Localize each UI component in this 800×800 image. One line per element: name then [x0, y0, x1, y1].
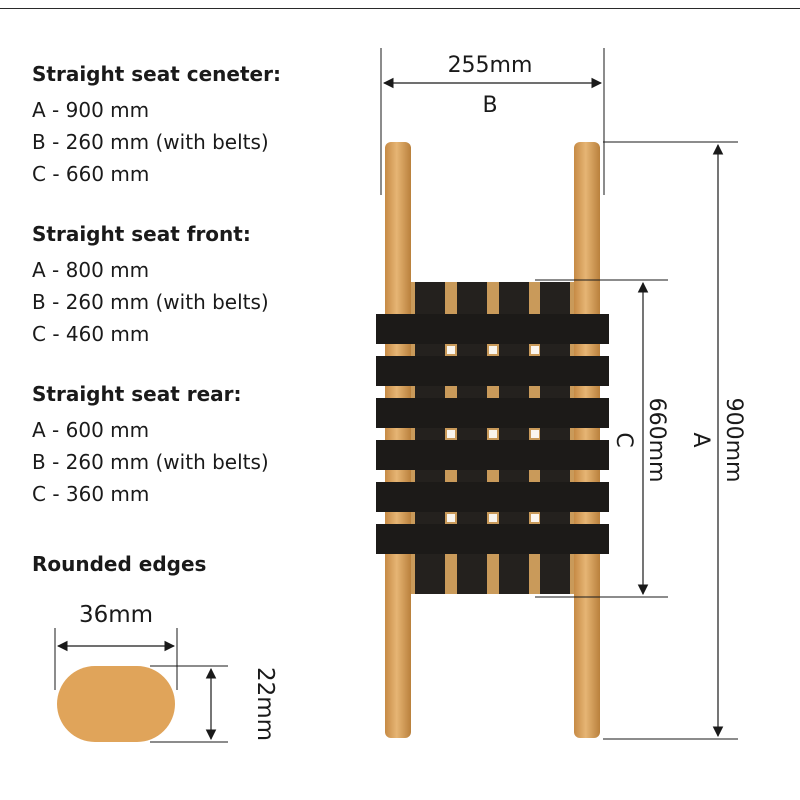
spec-rear-title: Straight seat rear: [32, 382, 242, 406]
spec-front-title: Straight seat front: [32, 222, 251, 246]
spec-front: Straight seat front: A - 800 mm B - 260 … [32, 218, 269, 350]
top-divider-line [0, 8, 800, 9]
woven-belt-seat [376, 282, 609, 594]
spec-rear-c: C - 360 mm [32, 482, 150, 506]
profile-width-label: 36mm [79, 602, 153, 628]
horizontal-belt [376, 398, 609, 428]
profile-height-label: 22mm [252, 667, 278, 741]
dim-c-letter: C [611, 432, 636, 447]
spec-center-c: C - 660 mm [32, 162, 150, 186]
dim-a-value: 900mm [721, 398, 746, 483]
spec-center-title: Straight seat ceneter: [32, 62, 281, 86]
spec-rear-a: A - 600 mm [32, 418, 150, 442]
spec-center-a: A - 900 mm [32, 98, 150, 122]
horizontal-belt [376, 314, 609, 344]
spec-rear-b: B - 260 mm (with belts) [32, 450, 269, 474]
rounded-edges-section: Rounded edges [32, 548, 206, 584]
horizontal-belt [376, 440, 609, 470]
spec-center: Straight seat ceneter: A - 900 mm B - 26… [32, 58, 281, 190]
horizontal-belt [376, 482, 609, 512]
dim-b-value: 255mm [448, 53, 533, 78]
dim-a-letter: A [688, 432, 713, 447]
spec-rear: Straight seat rear: A - 600 mm B - 260 m… [32, 378, 269, 510]
dim-c-value: 660mm [644, 398, 669, 483]
rounded-edge-profile [57, 666, 175, 742]
spec-front-a: A - 800 mm [32, 258, 150, 282]
rounded-edges-title: Rounded edges [32, 552, 207, 576]
spec-front-b: B - 260 mm (with belts) [32, 290, 269, 314]
spec-center-b: B - 260 mm (with belts) [32, 130, 269, 154]
horizontal-belt [376, 356, 609, 386]
spec-front-c: C - 460 mm [32, 322, 150, 346]
horizontal-belt [376, 524, 609, 554]
dim-b-letter: B [482, 93, 497, 118]
